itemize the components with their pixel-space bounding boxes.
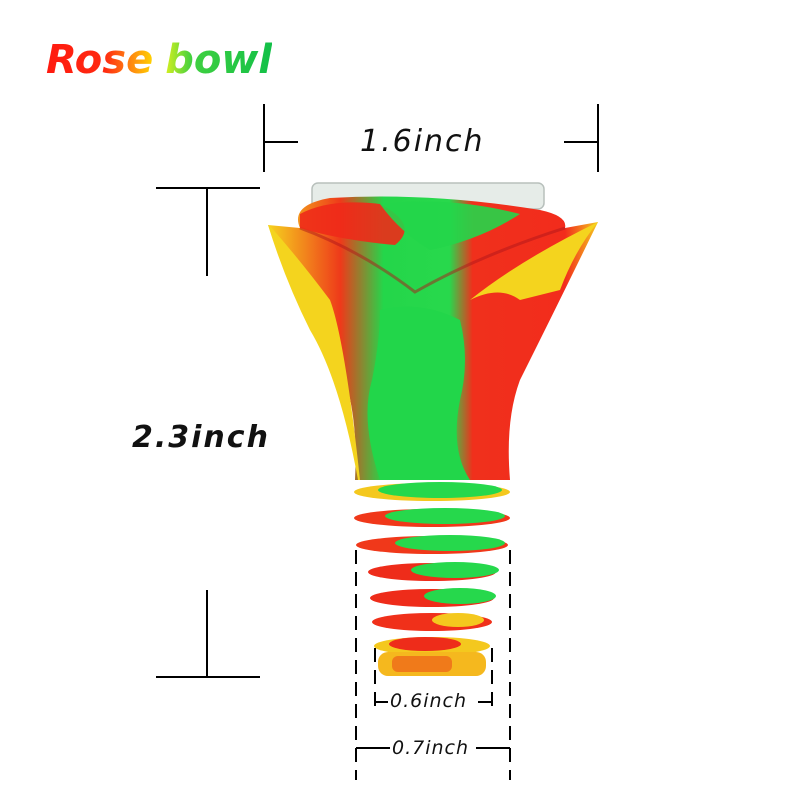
top-width-label: 1.6inch <box>360 124 485 159</box>
outer-joint-label: 0.7inch <box>390 737 472 759</box>
stem-rings <box>354 482 510 676</box>
title-word-bowl: bowl <box>165 37 273 83</box>
title-word-rose: Rose <box>46 37 154 83</box>
inner-joint-label: 0.6inch <box>388 690 470 712</box>
height-dimension-lines <box>156 187 260 678</box>
height-label: 2.3inch <box>132 420 270 455</box>
width-dimension-lines <box>263 104 599 172</box>
joint-dimension-lines <box>355 550 511 780</box>
